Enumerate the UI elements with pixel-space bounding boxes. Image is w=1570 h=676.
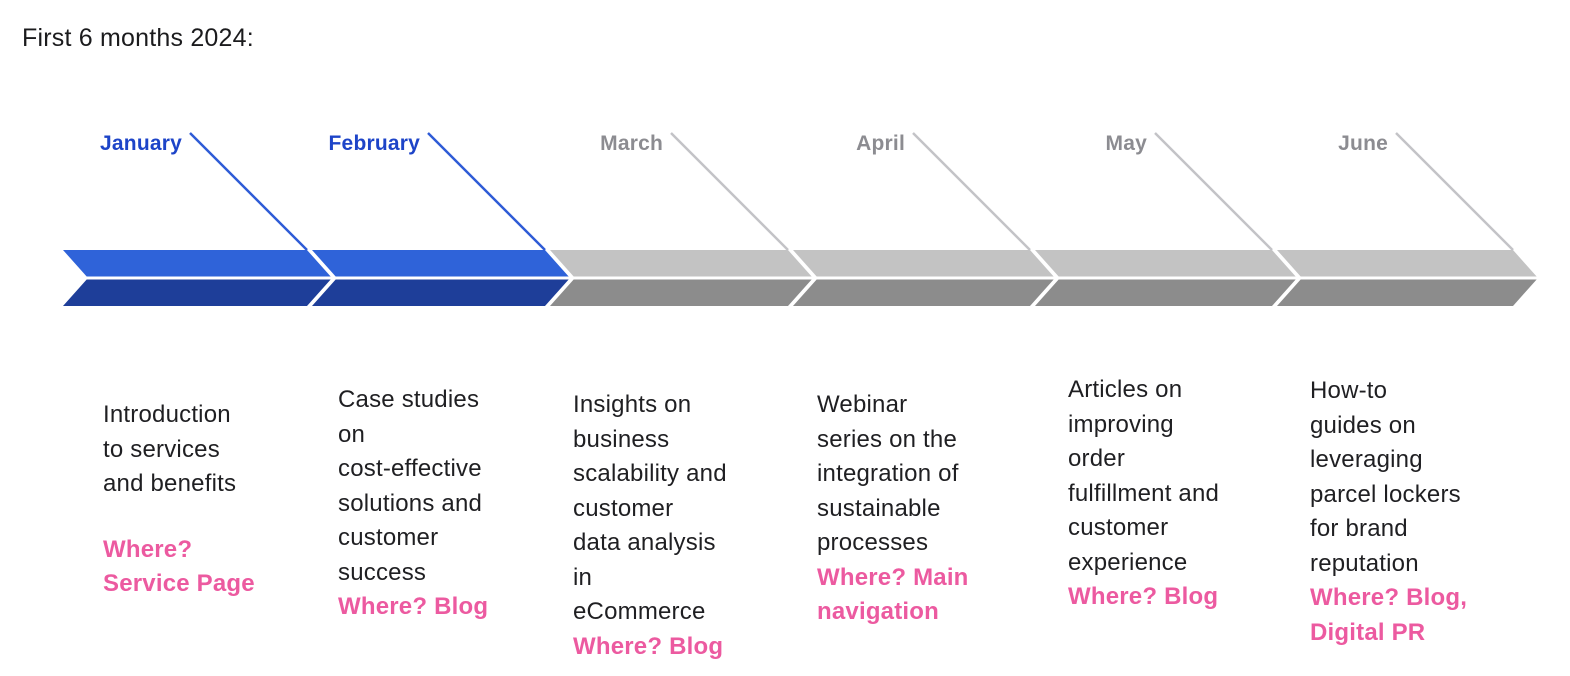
month-label-june: June: [1338, 132, 1388, 155]
month-description: Webinar series on the integration of sus…: [817, 391, 959, 556]
month-label-may: May: [1105, 132, 1147, 155]
month-column-april: Webinar series on the integration of sus…: [817, 388, 1055, 630]
page-title: First 6 months 2024:: [22, 24, 254, 52]
month-description: Articles on improving order fulfillment …: [1068, 376, 1220, 576]
month-column-june: How-to guides on leveraging parcel locke…: [1310, 374, 1548, 650]
month-label-february: February: [328, 132, 420, 155]
month-label-march: March: [600, 132, 663, 155]
month-description: Introduction to services and benefits: [103, 401, 237, 497]
month-column-january: Introduction to services and benefits Wh…: [103, 398, 341, 602]
month-column-may: Articles on improving order fulfillment …: [1068, 373, 1306, 615]
where-label: Where? Blog: [338, 593, 489, 620]
where-label: Where? Blog: [1068, 583, 1219, 610]
month-description: How-to guides on leveraging parcel locke…: [1310, 377, 1461, 577]
month-label-april: April: [856, 132, 905, 155]
where-label: Where? Service Page: [103, 535, 255, 598]
month-description: Insights on business scalability and cus…: [573, 391, 727, 625]
where-label: Where? Blog: [573, 632, 724, 660]
where-label: Where? Blog, Digital PR: [1310, 584, 1468, 646]
month-column-march: Insights on business scalability and cus…: [573, 388, 811, 664]
month-label-january: January: [100, 132, 182, 155]
month-description: Case studies on cost-effective solutions…: [338, 386, 483, 586]
month-column-february: Case studies on cost-effective solutions…: [338, 383, 576, 625]
where-label: Where? Main navigation: [817, 563, 969, 626]
